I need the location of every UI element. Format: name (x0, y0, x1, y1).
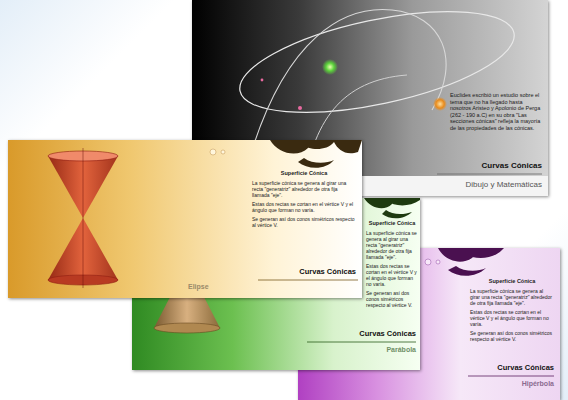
scroll-ornament (448, 266, 486, 276)
lower-cone (154, 264, 220, 328)
point-marker (298, 106, 302, 110)
section-heading: Superficie Cónica (252, 170, 356, 177)
deco-dot (436, 260, 440, 264)
body-text: Estas dos rectas se cortan en el vértice… (252, 201, 356, 213)
cone-base (154, 323, 220, 333)
deco-dot (425, 259, 431, 265)
point-marker (433, 97, 447, 111)
body-text: Se generan así dos conos simétricos resp… (366, 290, 418, 308)
slide-title: Curvas Cónicas (438, 363, 554, 372)
history-note: Euclides escribió un estudio sobre el te… (450, 92, 542, 132)
curve-name: Elipse (188, 283, 356, 291)
body-text: Estas dos rectas se cortan en el vértice… (470, 309, 554, 327)
slide-title: Curvas Cónicas (302, 329, 416, 338)
slide-title: Curvas Cónicas (432, 161, 542, 171)
deco-dot (221, 150, 225, 154)
curve-name: Parábola (282, 346, 416, 354)
scroll-ornament (298, 158, 334, 168)
text-column: Euclides escribió un estudio sobre el te… (450, 92, 542, 135)
slide-title: Curvas Cónicas (238, 267, 356, 276)
body-text: La superficie cónica se genera al girar … (470, 288, 554, 306)
focus-point (322, 59, 338, 75)
footer-rule (258, 280, 358, 281)
footer-rule (437, 174, 542, 175)
scroll-ornament (438, 248, 504, 262)
scroll-ornament (382, 210, 412, 218)
footer-rule (307, 342, 416, 343)
body-text: La superficie cónica se genera al girar … (252, 180, 356, 198)
conic-curve (252, 10, 446, 150)
section-heading: Superficie Cónica (470, 278, 554, 285)
text-column: Superficie Cónica La superficie cónica se… (470, 278, 554, 345)
body-text: Se generan así dos conos simétricos resp… (470, 330, 554, 342)
ellipse-slide: Superficie Cónica La superficie cónica se… (8, 140, 362, 298)
scroll-ornament (270, 140, 362, 154)
body-text: Estas dos rectas se cortan en el vértice… (366, 263, 418, 287)
body-text: Se generan así dos conos simétricos resp… (252, 216, 356, 228)
text-column: Superficie Cónica La superficie cónica se… (366, 220, 418, 311)
text-column: Superficie Cónica La superficie cónica se… (252, 170, 356, 231)
slide-subtitle: Dibujo y Matemáticas (412, 180, 542, 190)
point-marker (261, 79, 264, 82)
upper-cone (157, 208, 217, 264)
footer-rule (468, 376, 554, 377)
cone-axis (83, 148, 84, 288)
section-heading: Superficie Cónica (366, 220, 418, 227)
scroll-ornament (364, 198, 420, 208)
curve-name: Hipérbola (438, 380, 554, 388)
deco-dot (210, 149, 216, 155)
body-text: La superficie cónica se genera al girar … (366, 230, 418, 260)
